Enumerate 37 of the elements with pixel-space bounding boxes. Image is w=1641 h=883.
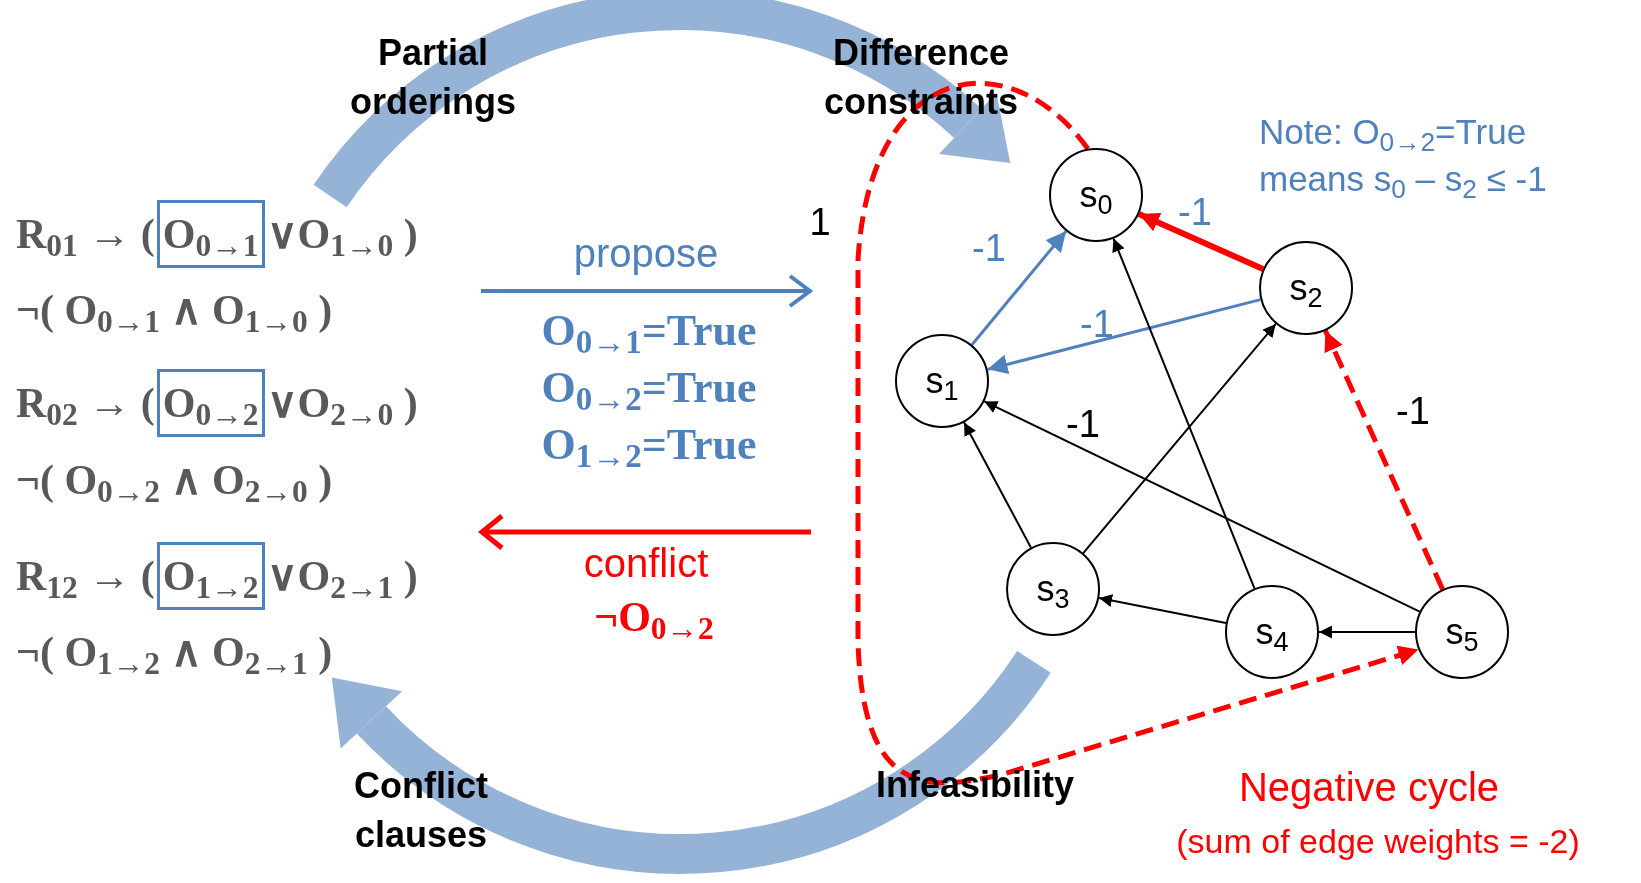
formula-text: ∨O$_{2→0}$ ) xyxy=(266,382,418,424)
highlight-box: O$_{0→1}$ xyxy=(156,200,265,268)
edge-label: 1 xyxy=(809,203,831,241)
arrow xyxy=(983,400,1421,613)
assignment-text: O$_{0→1}$=True xyxy=(541,309,757,353)
dashed-arrow xyxy=(1323,329,1445,591)
stage-label: Partial orderings xyxy=(349,31,517,124)
formula-text: R$_{12}$ → ( xyxy=(16,555,155,597)
edge-label: -1 xyxy=(1080,305,1114,343)
formula-text: ∨O$_{1→0}$ ) xyxy=(266,213,418,255)
highlight-box: O$_{0→2}$ xyxy=(156,369,265,437)
arrow xyxy=(970,230,1068,346)
stage-label: Conflict clauses xyxy=(353,764,489,857)
arrow xyxy=(963,421,1032,549)
formula-text: R$_{01}$ → ( xyxy=(16,213,155,255)
arrow-label: propose xyxy=(573,230,719,277)
formula-text: R$_{02}$ → ( xyxy=(16,382,155,424)
negative-cycle-note: (sum of edge weights = -2) xyxy=(1176,820,1580,862)
edge-label: -1 xyxy=(1066,405,1100,443)
negative-cycle-title: Negative cycle xyxy=(1238,764,1500,811)
arrow xyxy=(1137,211,1265,272)
arrow-label: conflict xyxy=(583,540,709,587)
edge-label: -1 xyxy=(1396,392,1430,430)
formula-text: ¬( O$_{0→2}$ ∧ O$_{2→0}$ ) xyxy=(16,459,333,501)
formula-text: ¬( O$_{0→1}$ ∧ O$_{1→0}$ ) xyxy=(16,289,333,331)
arrow xyxy=(1082,323,1277,554)
edge-label: -1 xyxy=(1178,193,1212,231)
edge-label: -1 xyxy=(972,229,1006,267)
note-text: Note: O$_{0→2}$=True means s$_{0}$ – s$_{2}$ ≤ -1 xyxy=(1259,110,1548,203)
stage-label: Infeasibility xyxy=(875,763,1075,807)
formula-text: ¬( O$_{1→2}$ ∧ O$_{2→1}$ ) xyxy=(16,631,333,673)
arrow xyxy=(1318,625,1416,639)
assignment-text: O$_{0→2}$=True xyxy=(541,366,757,410)
highlight-box: O$_{1→2}$ xyxy=(156,542,265,610)
conflict-clause-text: ¬O$_{0→2}$ xyxy=(594,596,714,638)
formula-text: ∨O$_{2→1}$ ) xyxy=(266,555,418,597)
assignment-text: O$_{1→2}$=True xyxy=(541,423,757,467)
